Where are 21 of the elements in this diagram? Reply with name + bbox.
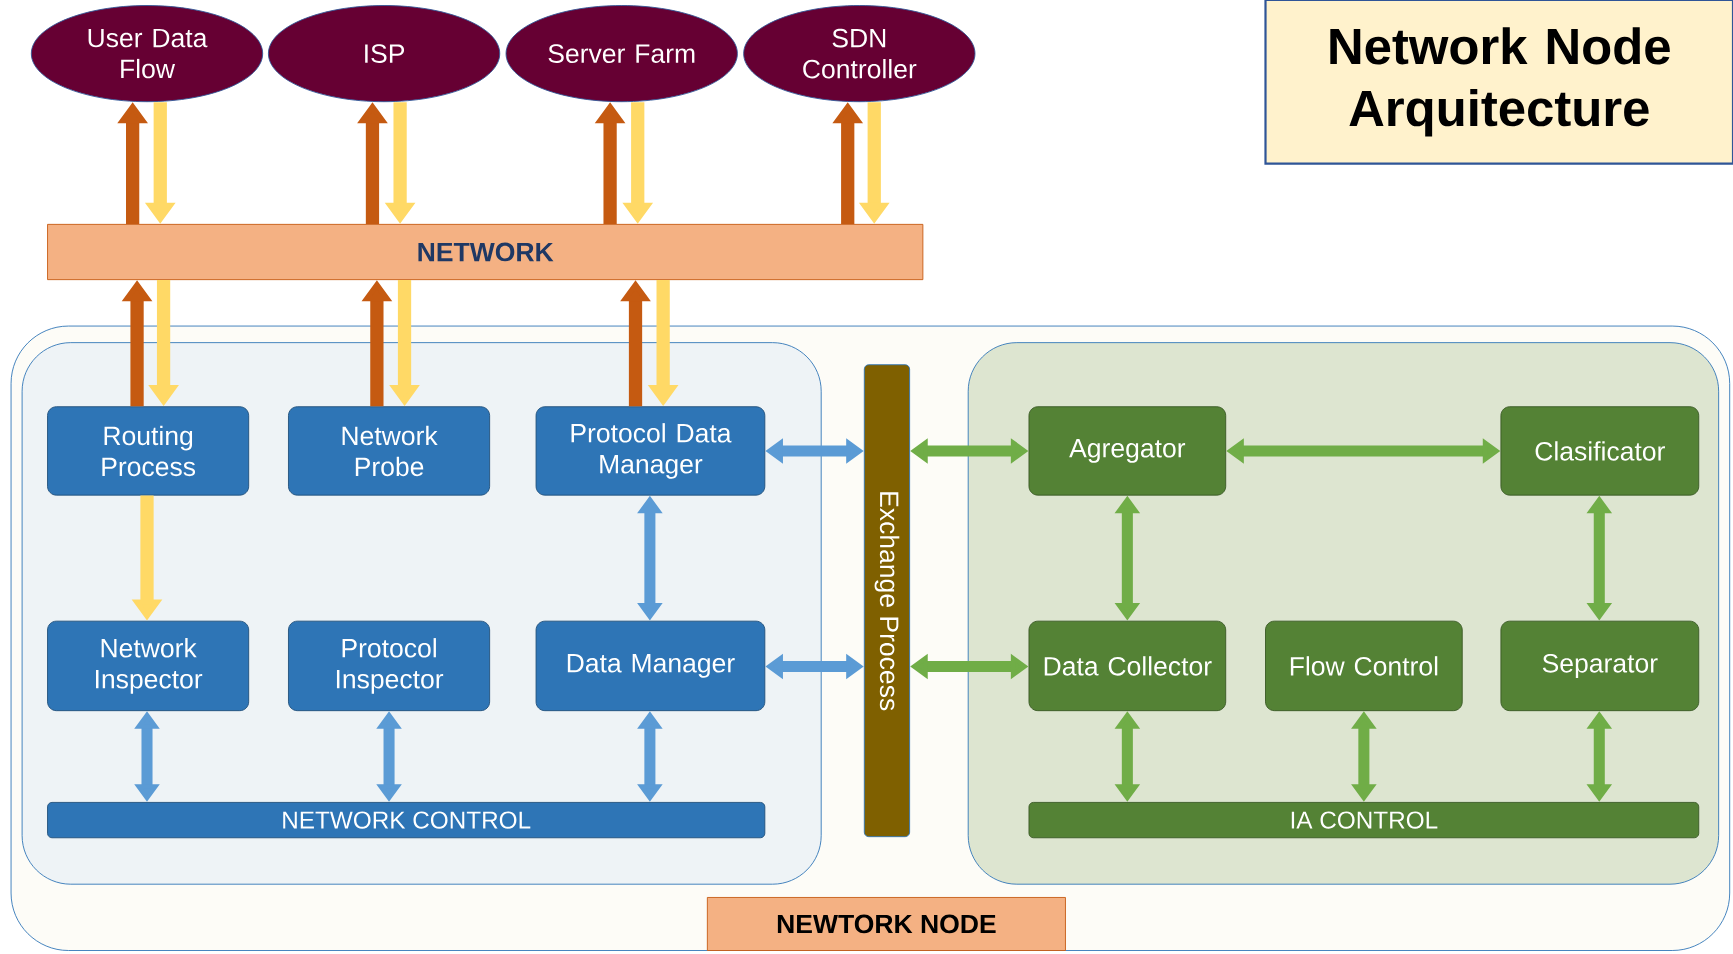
process-box: Agregator — [1028, 406, 1227, 496]
control-bar: NETWORK CONTROL — [47, 802, 766, 839]
ellipse-node: Server Farm — [505, 5, 738, 103]
process-box: Protocol Inspector — [288, 620, 491, 712]
process-box: Clasificator — [1500, 406, 1700, 496]
ellipse-node: SDN Controller — [743, 5, 976, 103]
process-box: Data Collector — [1028, 620, 1227, 712]
process-box: Data Manager — [535, 620, 766, 712]
process-box: Flow Control — [1265, 620, 1463, 712]
frame-label: NEWTORK NODE — [706, 897, 1066, 952]
process-box: Network Probe — [288, 406, 491, 496]
process-box: Routing Process — [47, 406, 250, 496]
ellipse-node: User Data Flow — [30, 5, 264, 103]
control-bar: IA CONTROL — [1028, 802, 1700, 839]
title-box: Network Node Arquitecture — [1264, 0, 1733, 165]
process-box: Protocol Data Manager — [535, 406, 766, 496]
exchange-bar: Exchange Process — [863, 364, 911, 838]
network-bar: NETWORK — [47, 224, 924, 281]
process-box: Network Inspector — [47, 620, 250, 712]
ellipse-node: ISP — [267, 5, 501, 103]
process-box: Separator — [1500, 620, 1700, 712]
